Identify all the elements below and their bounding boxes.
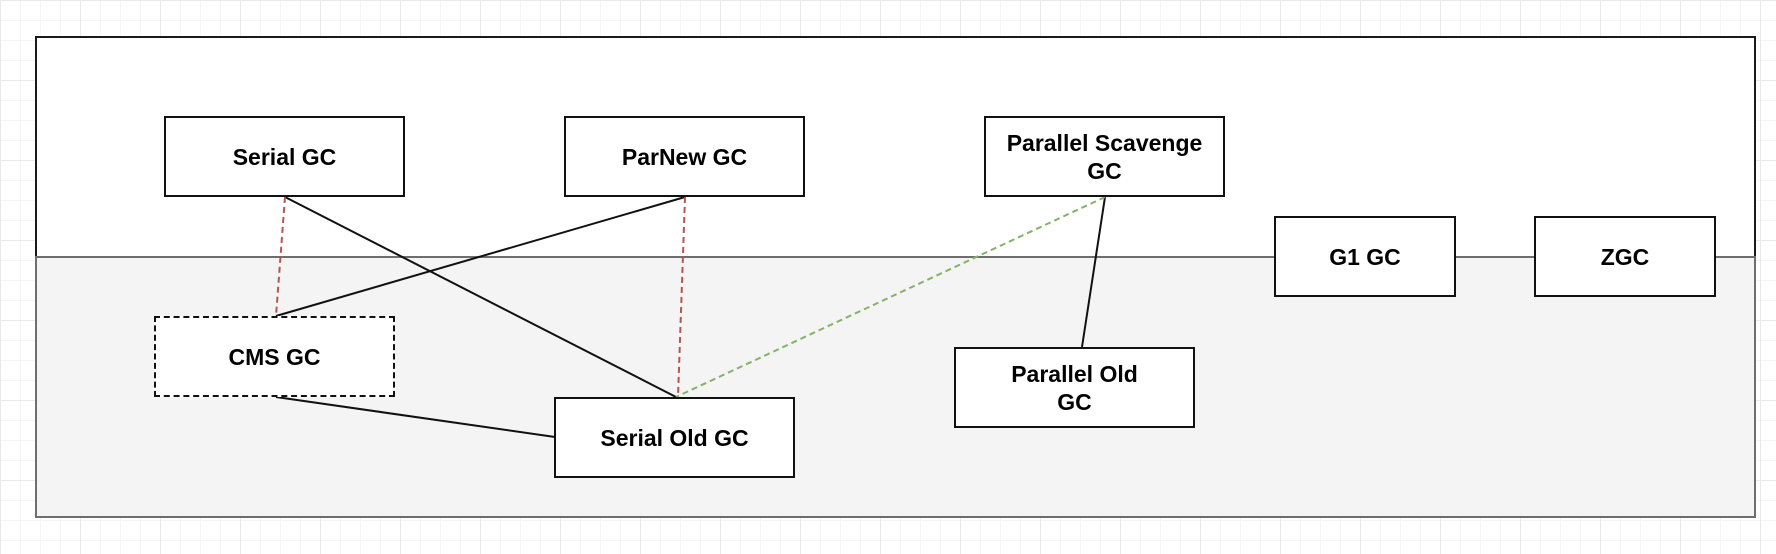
link-serial-to-cms-dashed (275, 196, 286, 317)
cms-gc-node[interactable]: CMS GC (154, 316, 395, 397)
zgc-node[interactable]: ZGC (1534, 216, 1716, 297)
link-cms-to-serial-old (275, 396, 556, 438)
g1-gc-node[interactable]: G1 GC (1274, 216, 1456, 297)
link-parallel-scavenge-to-serial-old-dashed (675, 196, 1106, 398)
parallel-scavenge-gc-node[interactable]: Parallel Scavenge GC (984, 116, 1225, 197)
parallel-old-gc-node[interactable]: Parallel Old GC (954, 347, 1195, 428)
link-parnew-to-cms (275, 196, 686, 317)
parnew-gc-node[interactable]: ParNew GC (564, 116, 805, 197)
link-parallel-scavenge-to-parallel-old (1081, 196, 1106, 348)
serial-old-gc-node[interactable]: Serial Old GC (554, 397, 795, 478)
link-parnew-to-serial-old-dashed (677, 196, 686, 398)
link-serial-to-serial-old (284, 196, 677, 398)
serial-gc-node[interactable]: Serial GC (164, 116, 405, 197)
